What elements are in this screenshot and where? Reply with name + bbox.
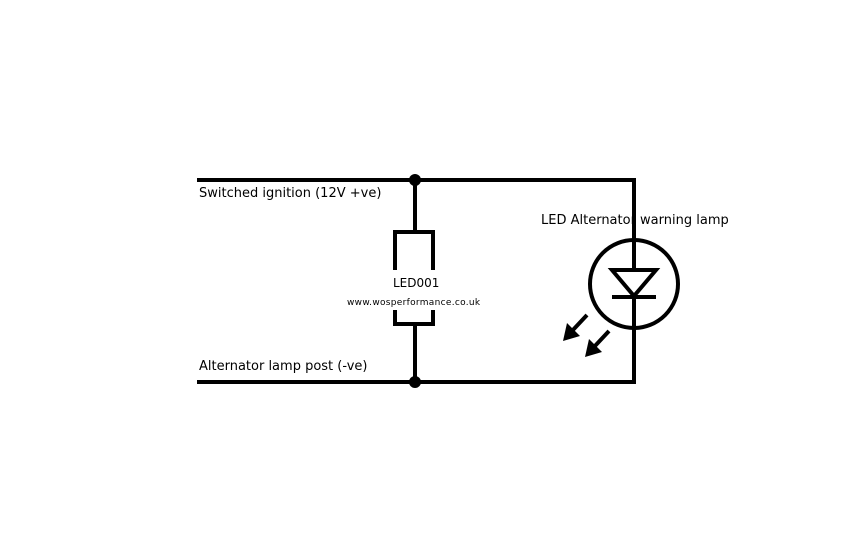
ignition-wire xyxy=(197,178,636,240)
resistor-symbol xyxy=(393,230,435,326)
led-lamp-symbol xyxy=(588,238,680,330)
warning-lamp-label: LED Alternator warning lamp xyxy=(541,213,729,228)
lamp-post-wire xyxy=(197,324,636,384)
lamp-post-label: Alternator lamp post (-ve) xyxy=(199,359,368,374)
component-code: LED001 xyxy=(393,276,440,290)
emission-arrow-1 xyxy=(570,313,589,333)
diode-triangle xyxy=(607,268,661,300)
emission-arrow-2 xyxy=(592,329,611,349)
ignition-label: Switched ignition (12V +ve) xyxy=(199,186,382,201)
light-arrows xyxy=(563,313,611,357)
component-website: www.wosperformance.co.uk xyxy=(347,298,481,308)
